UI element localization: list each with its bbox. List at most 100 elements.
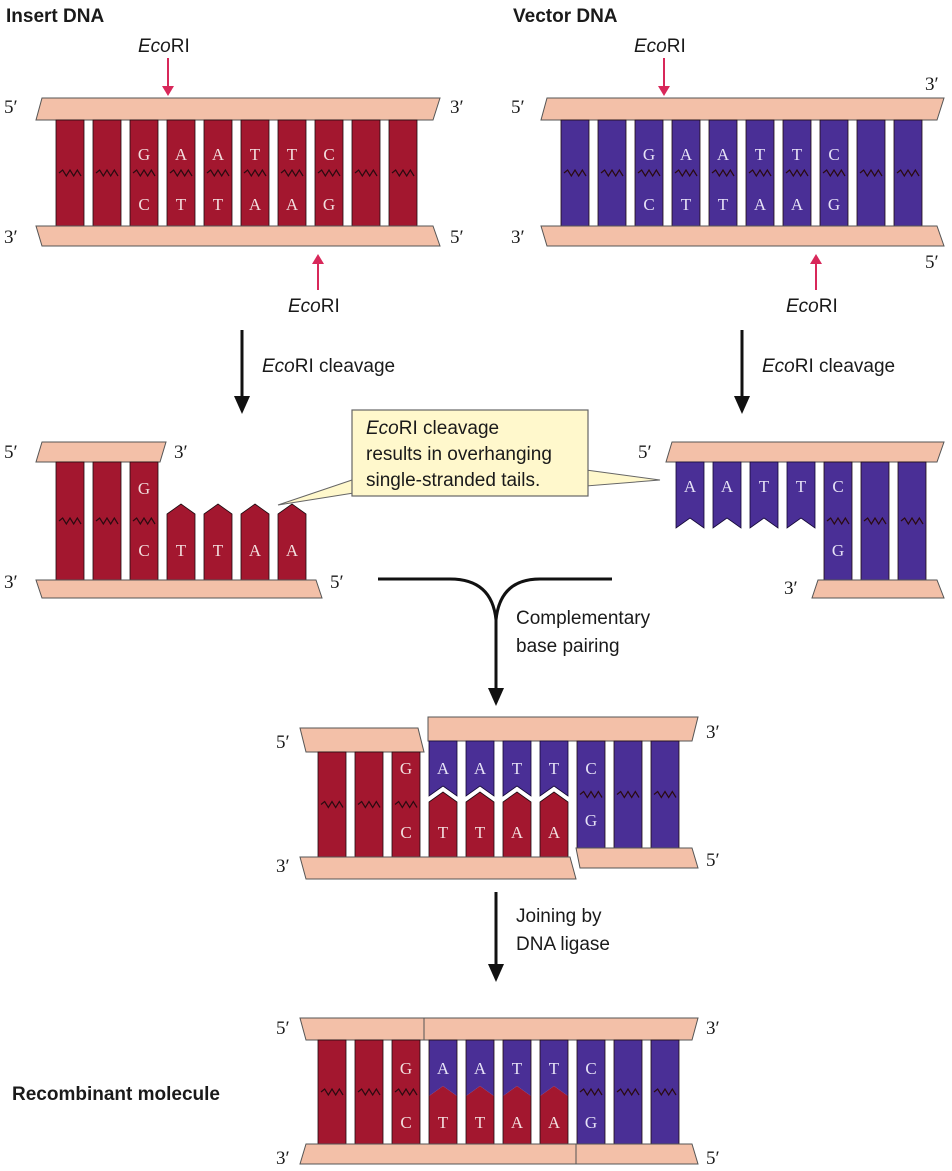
overhang-callout: EcoRI cleavage results in overhanging si…	[277, 409, 661, 506]
recombinant-top-base-1: A	[437, 1059, 450, 1078]
recombinant-bottom-base-2: T	[475, 1113, 486, 1132]
cut-insert-bar-0-bond	[58, 516, 82, 526]
paired-gap-3	[539, 787, 569, 801]
cut-insert-top-backbone	[35, 441, 167, 463]
cut-vector-top-base-3: T	[796, 477, 807, 496]
cut-insert-5prime-bottom: 5′	[330, 572, 344, 593]
pairing-arrow-left-branch	[378, 577, 498, 690]
insert-bar-1-bond	[95, 168, 119, 178]
vector-bottom-base-3: A	[754, 195, 767, 214]
cut-insert-bar-1-bond	[95, 516, 119, 526]
insert-bottom-base-1: T	[176, 195, 187, 214]
recombinant-bottom-base-0: C	[400, 1113, 411, 1132]
vector-3prime-top: 3′	[925, 74, 939, 95]
insert-bottom-base-4: A	[286, 195, 299, 214]
paired-vector-bar-2-bond	[653, 790, 677, 799]
cut-vector-top-base-1: A	[721, 477, 734, 496]
vector-bar-6-bond	[785, 168, 809, 178]
insert-bottom-base-5: G	[323, 195, 335, 214]
cut-vector-bottom-base-0: G	[832, 541, 844, 560]
recombinant-bottom-base-5: G	[585, 1113, 597, 1132]
cut-vector-tail-1	[712, 461, 742, 529]
insert-bar-9-bond	[391, 168, 415, 178]
insert-bar-5-bond	[243, 168, 267, 178]
cut-insert-bottom-backbone	[35, 579, 323, 599]
vector-top-base-2: A	[717, 145, 730, 164]
paired-gap-1	[465, 787, 495, 801]
recombinant-insert-bar-0-bond	[320, 1087, 344, 1097]
cut-insert-5prime: 5′	[4, 442, 18, 463]
recombinant-insert-seg-3	[540, 1086, 568, 1144]
vector-bottom-base-2: T	[718, 195, 729, 214]
vector-top-base-3: T	[755, 145, 766, 164]
paired-vector-tail-3	[539, 740, 569, 797]
insert-dna-title: Insert DNA	[6, 6, 104, 27]
paired-bottom-base-2: T	[475, 823, 486, 842]
cut-insert-bottom-base-2: T	[213, 541, 224, 560]
vector-cut-arrowhead-top	[658, 86, 670, 96]
insert-3prime-bottom: 3′	[4, 227, 18, 248]
recombinant-bottom-base-3: A	[511, 1113, 524, 1132]
paired-insert-bar-0-bond	[320, 800, 344, 809]
ligase-step: Joining by DNA ligase	[488, 892, 610, 982]
cleavage-step-vector: EcoRI cleavage	[734, 330, 895, 414]
recombinant-bottom-base-1: T	[438, 1113, 449, 1132]
paired-3prime-bottom: 3′	[276, 856, 290, 877]
vector-top-base-1: A	[680, 145, 693, 164]
recombinant-insert-seg-0	[429, 1086, 457, 1144]
paired-bottom-base-1: T	[438, 823, 449, 842]
cut-vector-bar-0-bond	[826, 516, 850, 526]
recombinant-top-backbone	[299, 1017, 699, 1041]
callout-pointer-left	[277, 479, 361, 506]
vector-bar-4-bond	[711, 168, 735, 178]
paired-bottom-backbone-vector	[575, 847, 699, 869]
recombinant-top-base-2: A	[474, 1059, 487, 1078]
paired-top-base-3: T	[512, 759, 523, 778]
paired-vector-tail-2	[502, 740, 532, 797]
insert-3prime-top: 3′	[450, 97, 464, 118]
callout-line-3: single-stranded tails.	[366, 470, 540, 491]
paired-vector-bar-0-bond	[579, 790, 603, 799]
recombinant-insert-bar-1-bond	[357, 1087, 381, 1097]
cut-insert-bar-2-bond	[132, 516, 156, 526]
paired-bottom-base-4: A	[548, 823, 561, 842]
ligase-label-line-2: DNA ligase	[516, 934, 610, 955]
recombinant-molecule: Recombinant molecule 5′ 3′ GCATATTATACG …	[12, 1017, 720, 1169]
recombinant-vector-bar-0-bond	[579, 1087, 603, 1097]
recombinant-vector-bar-1-bond	[616, 1087, 640, 1097]
paired-top-backbone-insert	[299, 727, 425, 753]
paired-top-base-4: T	[549, 759, 560, 778]
vector-bottom-base-0: C	[643, 195, 654, 214]
vector-bar-8-bond	[859, 168, 883, 178]
cut-vector-bar-1-bond	[863, 516, 887, 526]
cut-vector-bottom-backbone	[811, 579, 945, 599]
recombinant-vector-seg-3	[540, 1040, 568, 1096]
vector-dna-title: Vector DNA	[513, 6, 618, 27]
paired-vector-tail-1	[465, 740, 495, 797]
insert-bar-2-bond	[132, 168, 156, 178]
vector-bar-5-bond	[748, 168, 772, 178]
vector-cut-arrowhead-bottom	[810, 254, 822, 264]
vector-top-base-0: G	[643, 145, 655, 164]
insert-top-base-4: T	[287, 145, 298, 164]
vector-ecori-top-label: EcoRI	[634, 36, 686, 57]
vector-5prime-bottom: 5′	[925, 252, 939, 273]
recombinant-vector-seg-1	[466, 1040, 494, 1096]
insert-cut-arrowhead-top	[162, 86, 174, 96]
pairing-arrowhead	[488, 688, 504, 706]
cut-vector-top-backbone	[665, 441, 945, 463]
recombinant-label: Recombinant molecule	[12, 1084, 220, 1105]
insert-bottom-base-0: C	[138, 195, 149, 214]
paired-vector-tail-0	[428, 740, 458, 797]
vector-top-base-4: T	[792, 145, 803, 164]
vector-bar-1-bond	[600, 168, 624, 178]
insert-bottom-base-3: A	[249, 195, 262, 214]
vector-top-backbone	[540, 97, 945, 121]
pairing-label-line-1: Complementary	[516, 608, 651, 629]
